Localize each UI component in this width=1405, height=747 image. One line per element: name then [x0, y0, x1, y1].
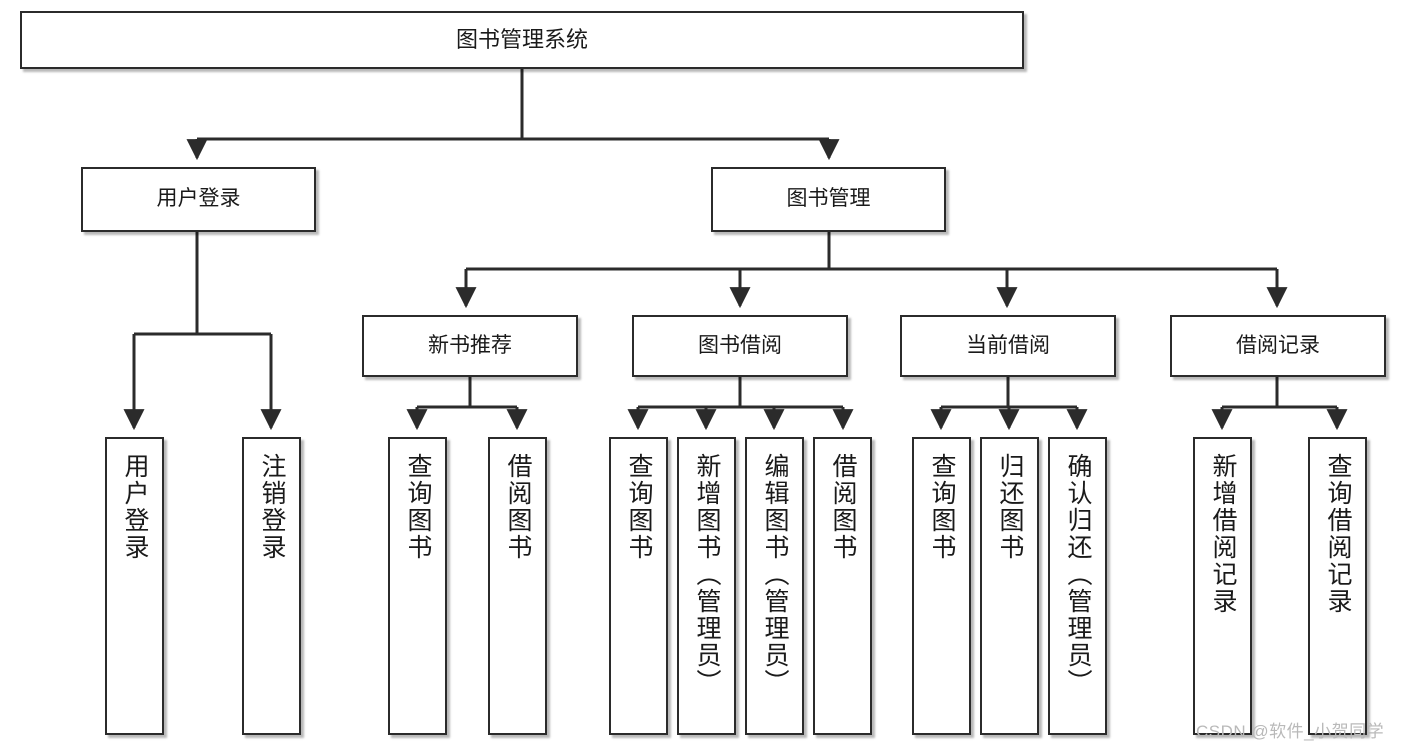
node-book-borrowing[interactable]: 图书借阅 [632, 315, 848, 377]
node-label: 当前借阅 [966, 333, 1050, 357]
node-label: 用户登录 [121, 453, 149, 561]
node-label: 新增借阅记录 [1209, 453, 1237, 615]
node-root-book-management-system[interactable]: 图书管理系统 [20, 11, 1024, 69]
node-label: 查询图书 [625, 453, 653, 561]
node-label: 编辑图书（管理员） [761, 453, 789, 696]
leaf-query-book-current[interactable]: 查询图书 [912, 437, 971, 735]
node-new-book-recommendation[interactable]: 新书推荐 [362, 315, 578, 377]
node-label: 新增图书（管理员） [693, 453, 721, 696]
node-label: 归还图书 [996, 453, 1024, 561]
leaf-query-book-new-rec[interactable]: 查询图书 [388, 437, 447, 735]
leaf-query-borrow-record[interactable]: 查询借阅记录 [1308, 437, 1367, 735]
leaf-borrow-book-new-rec[interactable]: 借阅图书 [488, 437, 547, 735]
node-label: 借阅记录 [1236, 333, 1320, 357]
node-label: 借阅图书 [829, 453, 857, 561]
node-label: 注销登录 [258, 453, 286, 561]
leaf-add-book-admin[interactable]: 新增图书（管理员） [677, 437, 736, 735]
node-label: 查询图书 [404, 453, 432, 561]
leaf-return-book[interactable]: 归还图书 [980, 437, 1039, 735]
leaf-user-login[interactable]: 用户登录 [105, 437, 164, 735]
node-label: 查询图书 [928, 453, 956, 561]
leaf-query-book-borrow[interactable]: 查询图书 [609, 437, 668, 735]
node-label: 借阅图书 [504, 453, 532, 561]
watermark-text: CSDN @软件_小贺同学 [1196, 722, 1385, 741]
leaf-confirm-return-admin[interactable]: 确认归还（管理员） [1048, 437, 1107, 735]
node-borrowing-record[interactable]: 借阅记录 [1170, 315, 1386, 377]
node-label: 图书借阅 [698, 333, 782, 357]
node-book-management[interactable]: 图书管理 [711, 167, 946, 232]
node-user-login[interactable]: 用户登录 [81, 167, 316, 232]
node-label: 图书管理系统 [455, 27, 588, 53]
node-label: 新书推荐 [428, 333, 512, 357]
leaf-add-borrow-record[interactable]: 新增借阅记录 [1193, 437, 1252, 735]
node-label: 用户登录 [156, 187, 241, 211]
node-label: 确认归还（管理员） [1064, 453, 1092, 696]
leaf-logout[interactable]: 注销登录 [242, 437, 301, 735]
leaf-borrow-book-borrow[interactable]: 借阅图书 [813, 437, 872, 735]
node-label: 图书管理 [786, 187, 871, 211]
leaf-edit-book-admin[interactable]: 编辑图书（管理员） [745, 437, 804, 735]
node-current-borrowing[interactable]: 当前借阅 [900, 315, 1116, 377]
node-label: 查询借阅记录 [1324, 453, 1352, 615]
